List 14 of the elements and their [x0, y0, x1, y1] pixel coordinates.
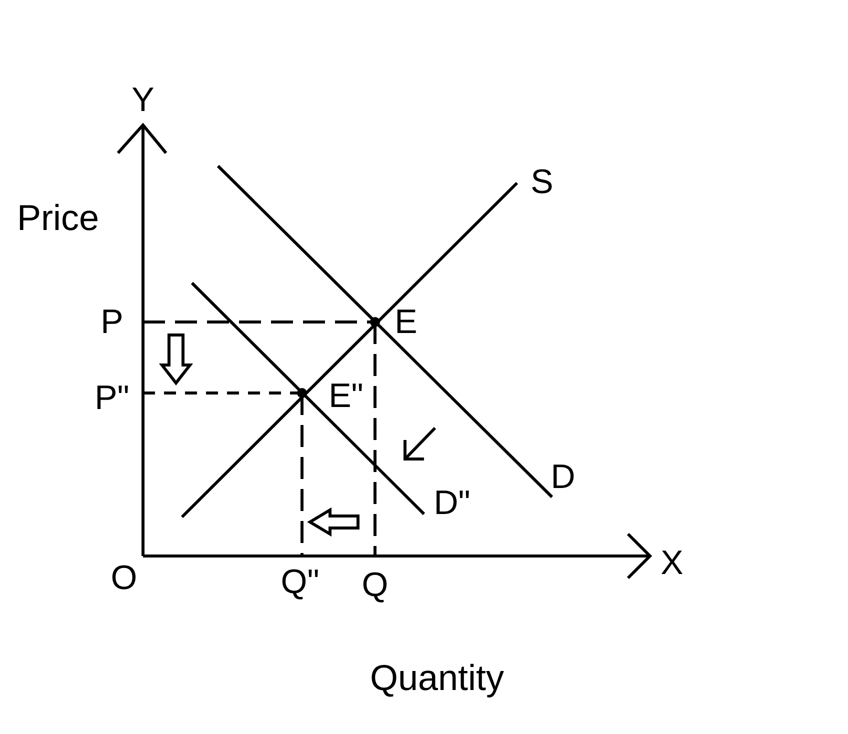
axis-label: X [660, 546, 684, 580]
axis-label: Y [132, 83, 154, 117]
curve-label: S [530, 165, 554, 199]
axis-title: Quantity [370, 660, 504, 696]
quantity-label: Q" [280, 565, 320, 599]
price-label: P" [94, 381, 130, 415]
point-label: E" [328, 379, 364, 413]
axis-title: Price [16, 200, 100, 236]
curve-label: D [550, 460, 576, 494]
quantity-label: Q [362, 568, 388, 602]
point-label: E [394, 305, 418, 339]
origin-label: O [110, 561, 138, 595]
curve-label: D" [434, 486, 470, 520]
price-label: P [100, 305, 124, 339]
